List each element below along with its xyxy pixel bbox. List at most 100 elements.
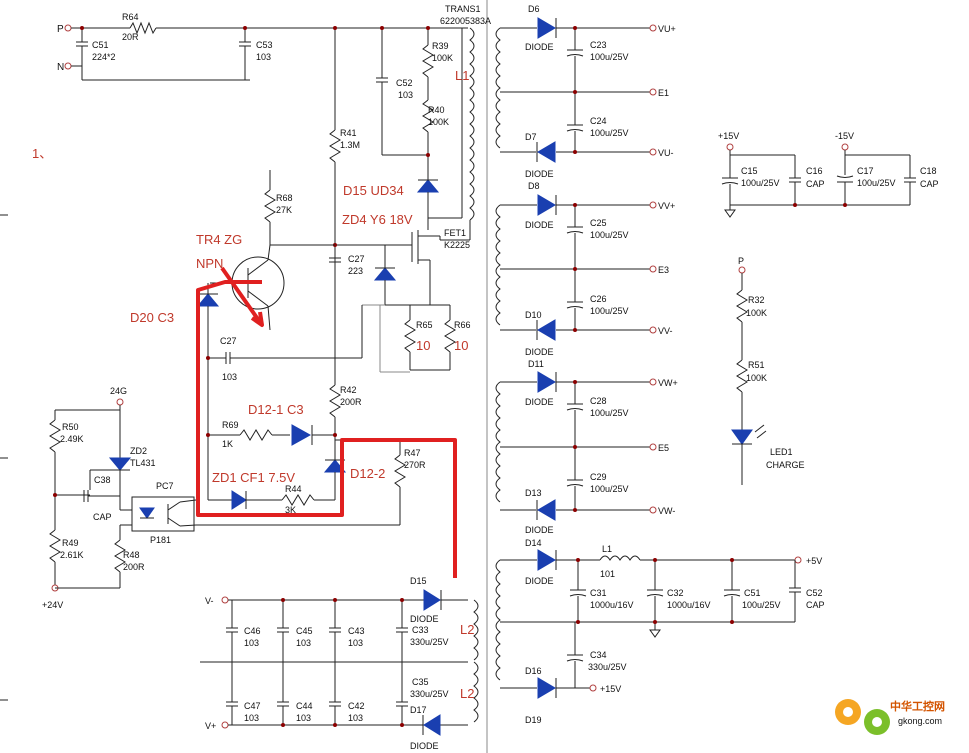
label-c51-val: 224*2	[92, 52, 116, 62]
label-d11: D11	[528, 359, 544, 369]
label-c51b: C51	[744, 588, 761, 598]
resistor-r66	[444, 319, 456, 353]
watermark-url: gkong.com	[898, 716, 942, 726]
label-minus15v: -15V	[835, 131, 854, 141]
diode-d7	[537, 141, 556, 163]
label-c51: C51	[92, 40, 109, 50]
diode-d20	[196, 293, 220, 307]
label-r42-val: 200R	[340, 397, 362, 407]
label-r48-val: 200R	[123, 562, 145, 572]
label-c33-val: 330u/25V	[410, 637, 449, 647]
diode-d14	[537, 549, 556, 571]
label-c28-val: 100u/25V	[590, 408, 629, 418]
label-c45-val: 103	[296, 638, 311, 648]
winding-l2-bottom	[473, 661, 479, 723]
label-d17: D17	[410, 705, 427, 715]
label-r39: R39	[432, 41, 449, 51]
resistor-r41	[329, 129, 341, 163]
label-l2-top: L2	[460, 622, 474, 637]
label-c16: C16	[806, 166, 823, 176]
label-c29-val: 100u/25V	[590, 484, 629, 494]
label-diode-d10: DIODE	[525, 347, 554, 357]
resistor-r39	[422, 44, 434, 78]
label-c26-val: 100u/25V	[590, 306, 629, 316]
label-r69-val: 1K	[222, 439, 233, 449]
label-c44-val: 103	[296, 713, 311, 723]
label-trans1: TRANS1	[445, 4, 481, 14]
label-c34-val: 330u/25V	[588, 662, 627, 672]
led1	[731, 429, 753, 445]
diode-d11	[537, 371, 556, 393]
watermark-text: 中华工控网	[890, 699, 945, 713]
label-diode-d14: DIODE	[525, 576, 554, 586]
label-npn: NPN	[196, 256, 223, 271]
diode-d6	[537, 17, 556, 39]
resistor-r47	[394, 454, 406, 488]
resistor-r40	[422, 99, 434, 133]
label-c42: C42	[348, 701, 365, 711]
label-d8: D8	[528, 181, 540, 191]
label-c23-val: 100u/25V	[590, 52, 629, 62]
label-plus15v: +15V	[718, 131, 739, 141]
winding-l2-top	[473, 599, 479, 661]
label-c45: C45	[296, 626, 313, 636]
label-c35: C35	[412, 677, 429, 687]
resistor-r44	[281, 494, 315, 506]
terminal-v-minus	[221, 596, 229, 604]
label-r49: R49	[62, 538, 79, 548]
resistor-r51	[736, 359, 748, 393]
label-c27-mid-val: 103	[222, 372, 237, 382]
diode-d13	[537, 499, 556, 521]
label-c43-val: 103	[348, 638, 363, 648]
label-c31: C31	[590, 588, 607, 598]
diode-d8	[537, 194, 556, 216]
label-c52b-val: CAP	[806, 600, 825, 610]
label-vw-plus: VW+	[658, 378, 678, 388]
label-c15-val: 100u/25V	[741, 178, 780, 188]
label-c25: C25	[590, 218, 607, 228]
diode-d15-bottom	[423, 589, 441, 611]
label-c53: C53	[256, 40, 273, 50]
label-p181: P181	[150, 535, 171, 545]
label-r68: R68	[276, 193, 293, 203]
diode-d17	[423, 714, 441, 736]
label-r48: R48	[123, 550, 140, 560]
label-r47-val: 270R	[404, 460, 426, 470]
label-diode-d8: DIODE	[525, 220, 554, 230]
label-c46-val: 103	[244, 638, 259, 648]
cap-bank-bottom	[226, 662, 408, 725]
label-note-1: 1、	[32, 146, 52, 161]
label-c51b-val: 100u/25V	[742, 600, 781, 610]
resistor-r69	[239, 429, 273, 441]
label-d15: D15 UD34	[343, 183, 404, 198]
label-diode-d17: DIODE	[410, 741, 439, 751]
diode-d16	[537, 677, 556, 699]
label-c28: C28	[590, 396, 607, 406]
label-e3: E3	[658, 265, 669, 275]
label-r50: R50	[62, 422, 79, 432]
label-c29: C29	[590, 472, 607, 482]
terminal-v-plus	[221, 721, 229, 729]
label-c33: C33	[412, 625, 429, 635]
label-r39-val: 100K	[432, 53, 453, 63]
label-c27-top: C27	[348, 254, 365, 264]
label-d14: D14	[525, 538, 542, 548]
label-c38: C38	[94, 475, 111, 485]
label-r66: R66	[454, 320, 471, 330]
label-c18: C18	[920, 166, 937, 176]
label-c26: C26	[590, 294, 607, 304]
resistor-r64	[129, 21, 157, 35]
label-p: P	[57, 24, 64, 35]
secondary-windings	[495, 27, 501, 681]
label-d7: D7	[525, 132, 537, 142]
label-vu-minus: VU-	[658, 148, 674, 158]
label-r50-val: 2.49K	[60, 434, 84, 444]
label-pc7: PC7	[156, 481, 174, 491]
diode-d15	[416, 179, 440, 193]
label-fet1: FET1	[444, 228, 466, 238]
label-c17-val: 100u/25V	[857, 178, 896, 188]
label-c27-top-val: 223	[348, 266, 363, 276]
label-r51-val: 100K	[746, 373, 767, 383]
label-r69: R69	[222, 420, 239, 430]
label-l1-out-val: 101	[600, 569, 615, 579]
